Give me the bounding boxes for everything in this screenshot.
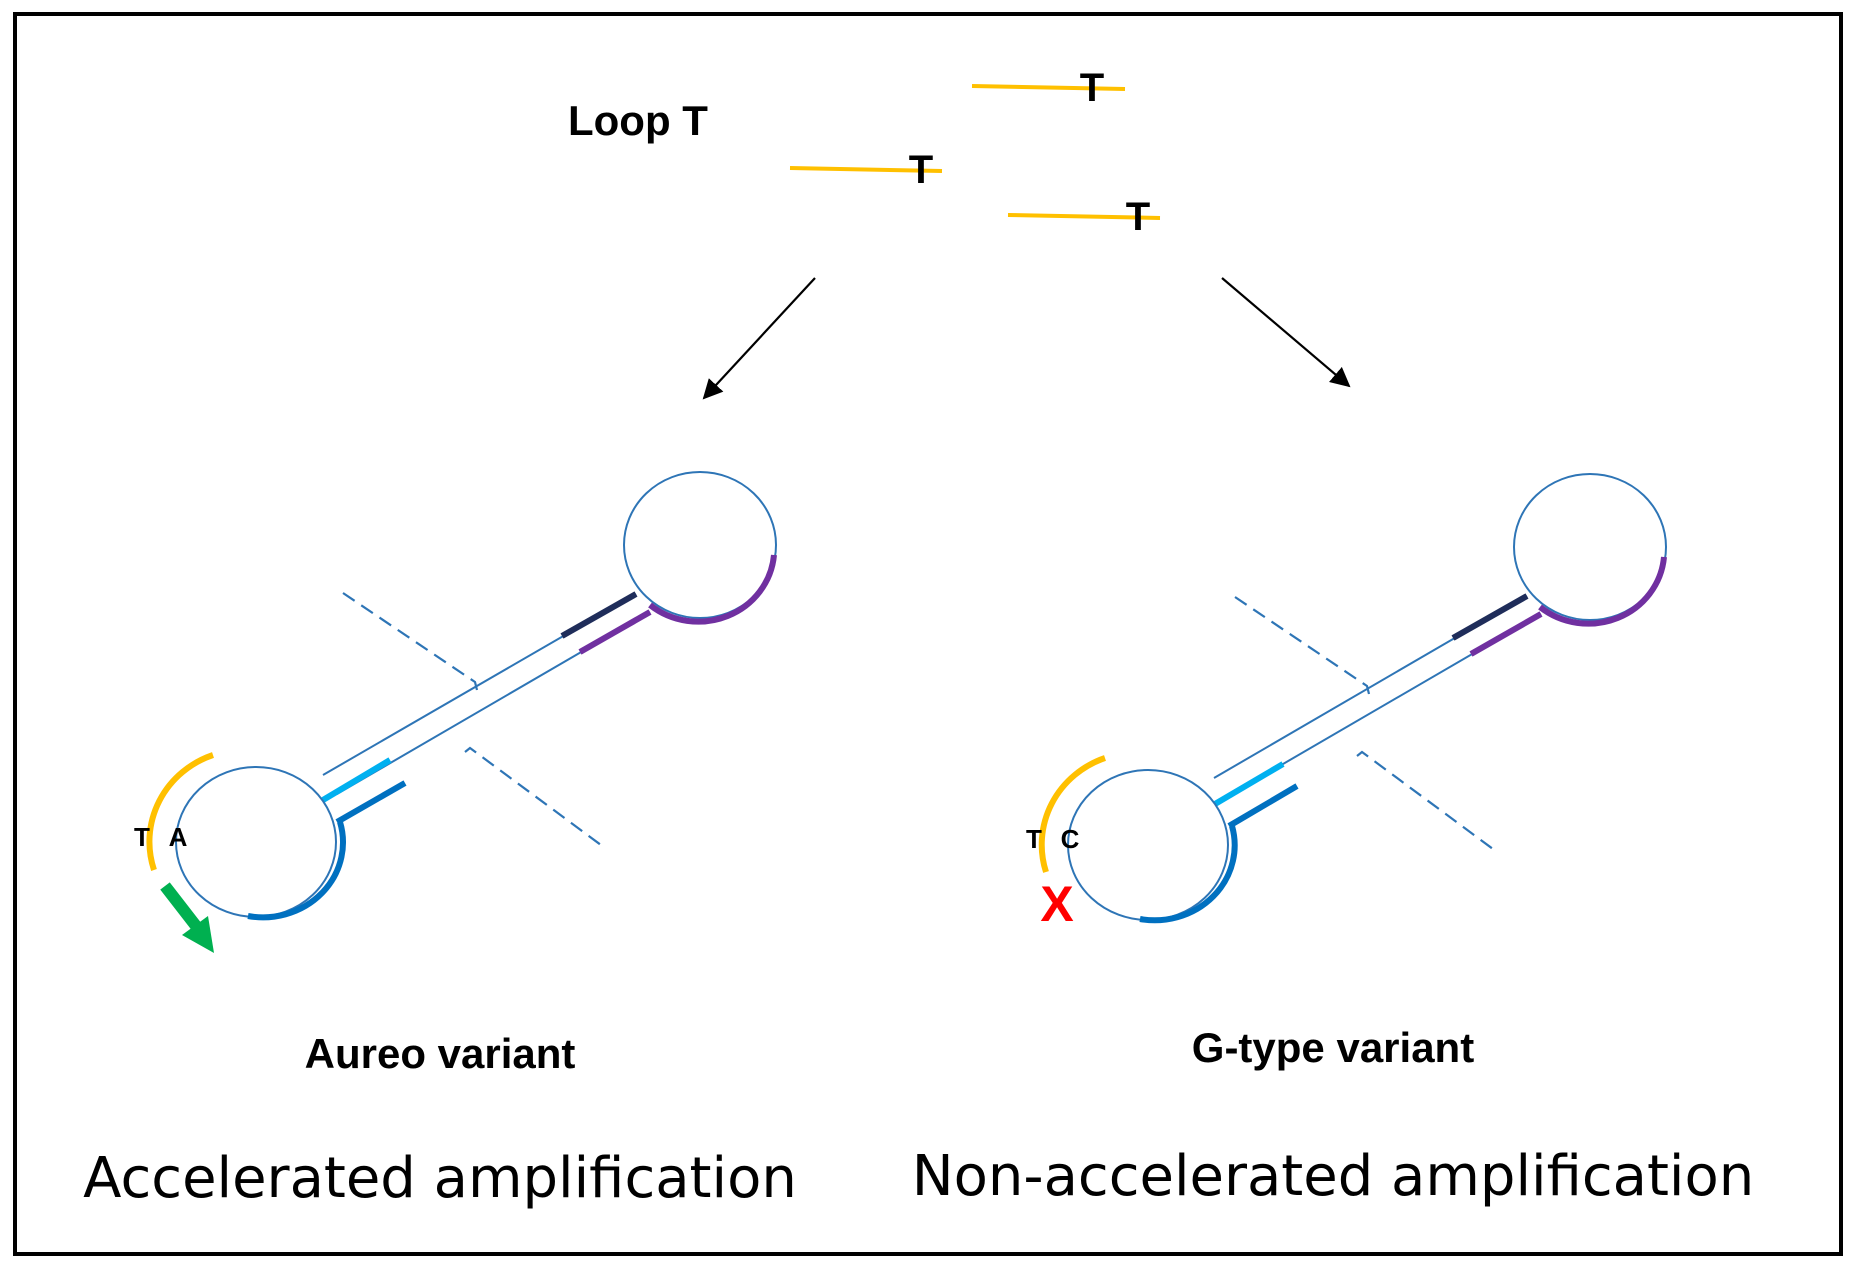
aureo-outcome-label: Accelerated amplification — [83, 1146, 797, 1211]
mid-blue-segment — [335, 780, 407, 825]
bottom-loop — [175, 766, 337, 918]
dashed-branch-lower — [1356, 750, 1498, 853]
dashed-branch-upper — [1234, 596, 1371, 695]
mid-blue-loop-arc — [1139, 825, 1238, 924]
template-base: A — [169, 822, 188, 852]
purple-loop-arc — [1538, 556, 1667, 627]
primer-3prime-base: T — [1026, 824, 1042, 854]
figure-border — [13, 12, 1843, 1256]
mid-blue-segment — [1227, 783, 1299, 829]
dark-navy-segment — [560, 591, 638, 639]
mid-blue-loop-arc — [247, 821, 346, 921]
mismatch-x-icon: X — [1040, 876, 1073, 932]
gtype-variant-title: G-type variant — [1192, 1024, 1474, 1071]
dark-navy-segment — [1451, 593, 1529, 641]
primer-base-label: T — [1126, 195, 1150, 239]
light-blue-segment — [321, 757, 392, 803]
loop-primer-2: T — [789, 148, 943, 192]
aureo-dumbbell: T A — [134, 471, 777, 953]
annealed-primer-arc — [146, 752, 214, 871]
dashed-branch-lower — [464, 746, 606, 849]
loop-t-primers: Loop T T T T — [568, 66, 1161, 239]
arrow-to-gtype — [1221, 277, 1351, 388]
primer-base-label: T — [909, 148, 933, 192]
aureo-variant-title: Aureo variant — [305, 1030, 576, 1077]
loop-primer-3: T — [1007, 195, 1161, 239]
top-loop — [623, 471, 777, 619]
purple-stem-segment — [1469, 611, 1543, 657]
light-blue-segment — [1213, 761, 1285, 807]
dashed-branch-upper — [342, 592, 479, 691]
gtype-dumbbell: T C X — [1026, 473, 1667, 932]
bottom-loop — [1067, 769, 1229, 921]
loop-t-label: Loop T — [568, 97, 708, 144]
annealed-primer-arc — [1038, 755, 1106, 873]
purple-loop-arc — [648, 554, 777, 625]
template-base: C — [1061, 824, 1080, 854]
extension-arrow-icon — [160, 882, 214, 953]
primer-base-label: T — [1080, 66, 1104, 110]
loop-primer-1: T — [971, 66, 1126, 110]
gtype-outcome-label: Non-accelerated amplification — [912, 1144, 1755, 1209]
purple-stem-segment — [578, 609, 652, 655]
arrow-to-aureo — [702, 277, 816, 400]
top-loop — [1513, 473, 1667, 621]
primer-3prime-base: T — [134, 822, 150, 852]
